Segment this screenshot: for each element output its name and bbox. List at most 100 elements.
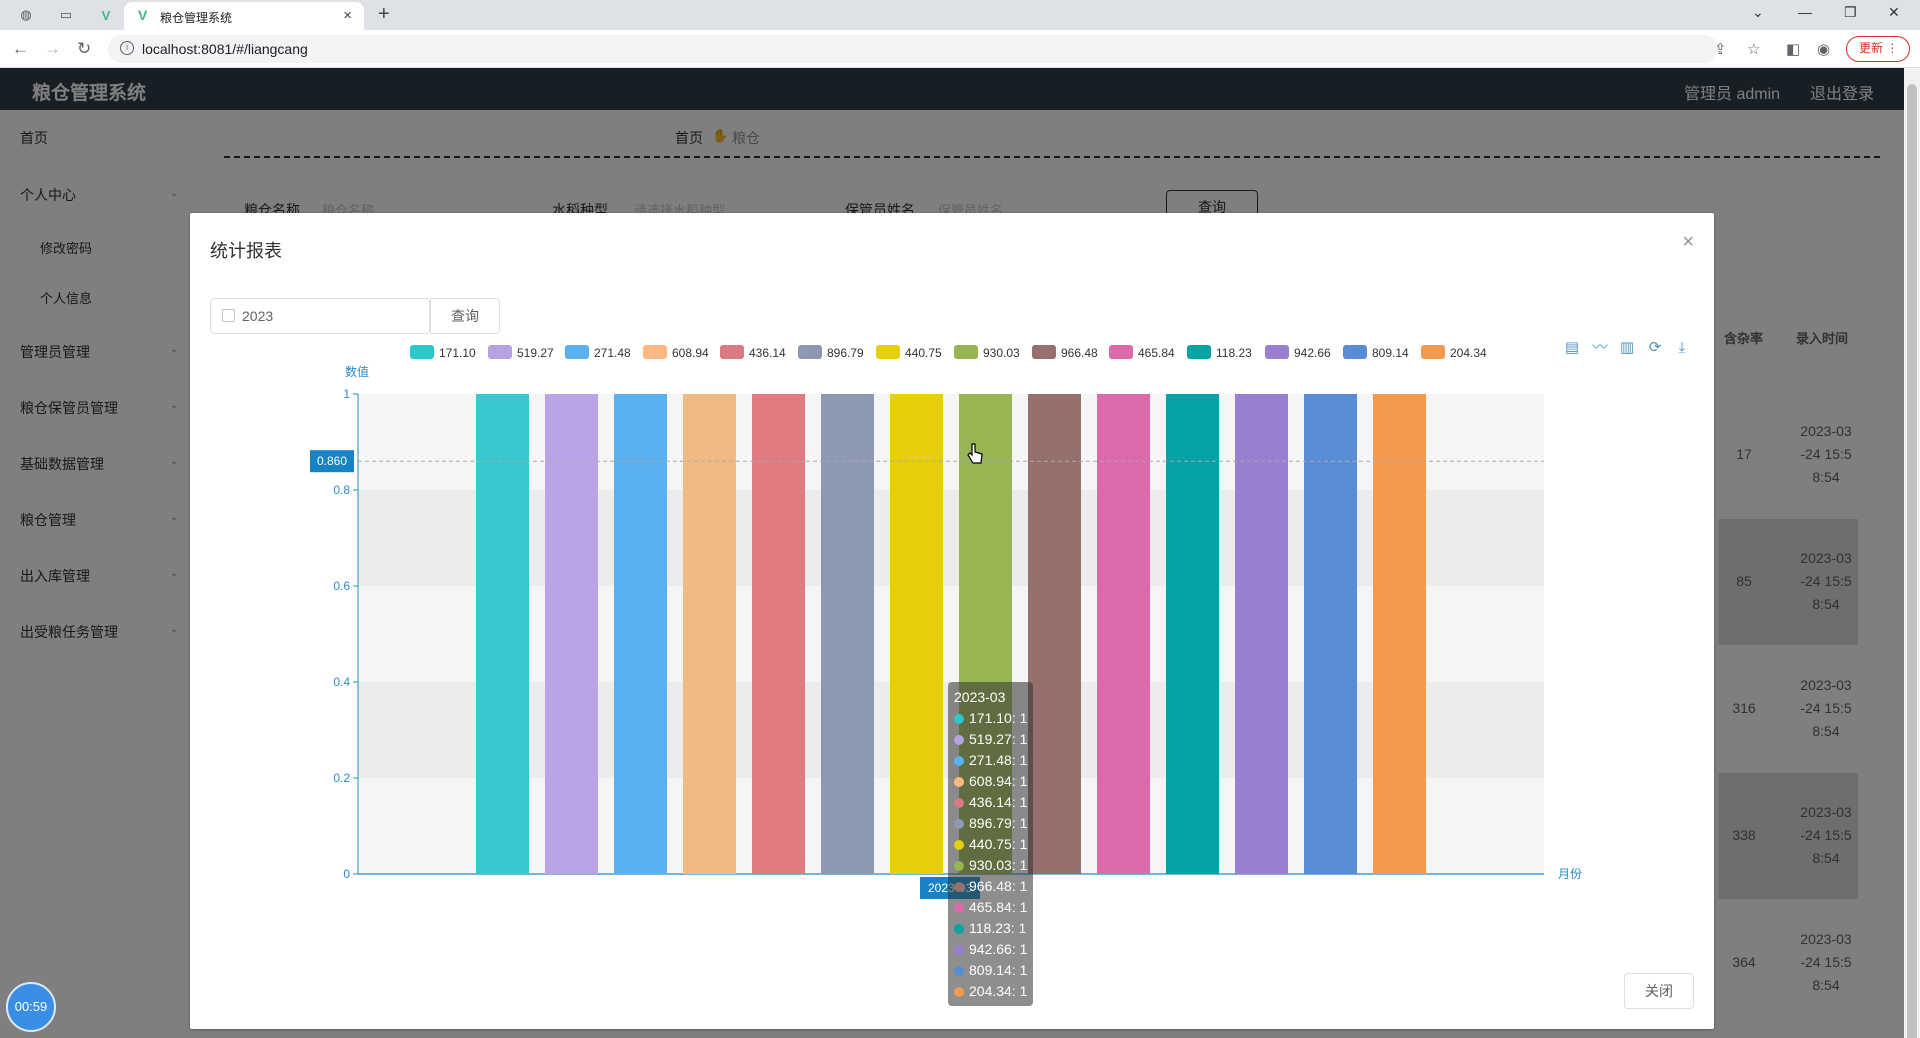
data-view-icon[interactable]: ▤ (1564, 339, 1580, 356)
tooltip-row: 118.23: 1 (954, 918, 1027, 939)
legend-label: 896.79 (827, 346, 864, 360)
tooltip-row-text: 465.84: 1 (969, 899, 1028, 915)
legend-swatch (565, 345, 589, 359)
tooltip-row: 608.94: 1 (954, 771, 1027, 792)
minimize-icon[interactable]: — (1798, 4, 1812, 20)
tooltip-row: 271.48: 1 (954, 750, 1027, 771)
site-info-icon[interactable]: i (120, 41, 134, 55)
back-icon[interactable]: ← (12, 39, 29, 58)
vue-tab-icon[interactable]: V (101, 7, 111, 23)
tooltip-row: 896.79: 1 (954, 813, 1027, 834)
dialog-close-button[interactable]: 关闭 (1624, 973, 1694, 1009)
y-tick-label: 0 (343, 867, 350, 881)
legend-label: 608.94 (672, 346, 709, 360)
tooltip-row-text: 519.27: 1 (969, 731, 1028, 747)
tooltip-row-text: 608.94: 1 (969, 773, 1028, 789)
restore-chart-icon[interactable]: ⟳ (1648, 339, 1662, 356)
tooltip-row: 436.14: 1 (954, 792, 1027, 813)
bookmark-star-icon[interactable]: ☆ (1747, 41, 1761, 58)
forward-icon[interactable]: → (44, 39, 61, 58)
scrollbar-thumb[interactable] (1907, 84, 1917, 1038)
legend-label: 171.10 (439, 346, 476, 360)
tooltip-row-text: 440.75: 1 (969, 836, 1028, 852)
chevron-down-icon[interactable]: ⌄ (1752, 4, 1764, 20)
series-dot-icon (954, 966, 964, 976)
dialog-title: 统计报表 (210, 241, 282, 261)
line-chart-icon[interactable]: 〰 (1592, 339, 1608, 356)
page-scrollbar[interactable] (1904, 68, 1920, 1038)
tooltip-row: 519.27: 1 (954, 729, 1027, 750)
bar-271-48 (614, 394, 667, 874)
legend-label: 519.27 (517, 346, 554, 360)
profile-icon[interactable]: ◉ (1817, 41, 1831, 58)
legend-swatch (1265, 345, 1289, 359)
bar-171-10 (476, 394, 529, 874)
legend-label: 118.23 (1216, 346, 1252, 360)
tooltip-row: 966.48: 1 (954, 876, 1027, 897)
hand-cursor-icon (967, 443, 983, 464)
timer-badge[interactable]: 00:59 (6, 982, 56, 1032)
legend-label: 930.03 (983, 346, 1020, 360)
tooltip-row: 930.03: 1 (954, 855, 1027, 876)
globe-icon[interactable]: ◍ (20, 7, 32, 22)
series-dot-icon (954, 714, 964, 724)
tooltip-row-text: 436.14: 1 (969, 794, 1028, 810)
bar-436-14 (752, 394, 805, 874)
close-tab-icon[interactable]: × (343, 7, 352, 24)
legend-label: 465.84 (1138, 346, 1175, 360)
tooltip-row: 440.75: 1 (954, 834, 1027, 855)
tooltip-row: 809.14: 1 (954, 960, 1027, 981)
restore-icon[interactable]: ❐ (1844, 4, 1857, 20)
tooltip-row-text: 896.79: 1 (969, 815, 1028, 831)
y-axis-title: 数值 (345, 364, 369, 379)
grid-band (358, 490, 1544, 586)
legend-label: 440.75 (905, 346, 942, 360)
browser-tab-active[interactable]: V 粮仓管理系统 × (124, 2, 364, 30)
bar-966-48 (1028, 394, 1081, 874)
grid-band (358, 586, 1544, 682)
share-icon[interactable]: ⇪ (1714, 41, 1727, 58)
legend-swatch (1421, 345, 1445, 359)
update-button[interactable]: 更新 ⋮ (1846, 36, 1910, 62)
close-icon[interactable]: × (1682, 231, 1694, 253)
tooltip-row-text: 966.48: 1 (969, 878, 1028, 894)
tooltip-row-text: 942.66: 1 (969, 941, 1028, 957)
sidepanel-icon[interactable]: ◧ (1786, 41, 1801, 58)
bar-440-75 (890, 394, 943, 874)
bar-chart-icon[interactable]: ▥ (1619, 339, 1635, 356)
address-bar[interactable]: i localhost:8081/#/liangcang (108, 35, 1718, 63)
y-tick-label: 0.6 (333, 579, 350, 593)
tooltip-row-text: 204.34: 1 (969, 983, 1028, 999)
legend-swatch (488, 345, 512, 359)
legend-label: 942.66 (1294, 346, 1331, 360)
legend-swatch (643, 345, 667, 359)
blank-tab-icon[interactable]: ▭ (59, 7, 73, 22)
tab-title: 粮仓管理系统 (160, 11, 233, 25)
legend-label: 204.34 (1450, 346, 1487, 360)
series-dot-icon (954, 819, 964, 829)
browser-toolbar: ← → ↻ i localhost:8081/#/liangcang ⇪ ☆ ◧… (0, 30, 1920, 68)
window-close-icon[interactable]: ✕ (1888, 4, 1900, 20)
new-tab-icon[interactable]: + (378, 3, 390, 25)
dialog-query-button[interactable]: 查询 (430, 298, 500, 334)
year-picker[interactable]: 2023 (210, 298, 430, 334)
browser-tabbar: ◍ ▭ V V 粮仓管理系统 × + ⌄ — ❐ ✕ (0, 0, 1920, 30)
legend-swatch (798, 345, 822, 359)
tooltip-row: 942.66: 1 (954, 939, 1027, 960)
legend-label: 271.48 (594, 346, 631, 360)
legend-label: 966.48 (1061, 346, 1098, 360)
y-tick-label: 0.8 (333, 483, 350, 497)
series-dot-icon (954, 882, 964, 892)
tooltip-row: 465.84: 1 (954, 897, 1027, 918)
reload-icon[interactable]: ↻ (77, 39, 92, 58)
series-dot-icon (954, 903, 964, 913)
bar-896-79 (821, 394, 874, 874)
download-icon[interactable]: ⤓ (1678, 339, 1686, 356)
series-dot-icon (954, 798, 964, 808)
legend-swatch (410, 345, 434, 359)
year-value: 2023 (242, 308, 274, 324)
x-axis-title: 月份 (1558, 867, 1582, 881)
update-label: 更新 (1859, 41, 1884, 55)
calendar-icon (222, 309, 235, 322)
